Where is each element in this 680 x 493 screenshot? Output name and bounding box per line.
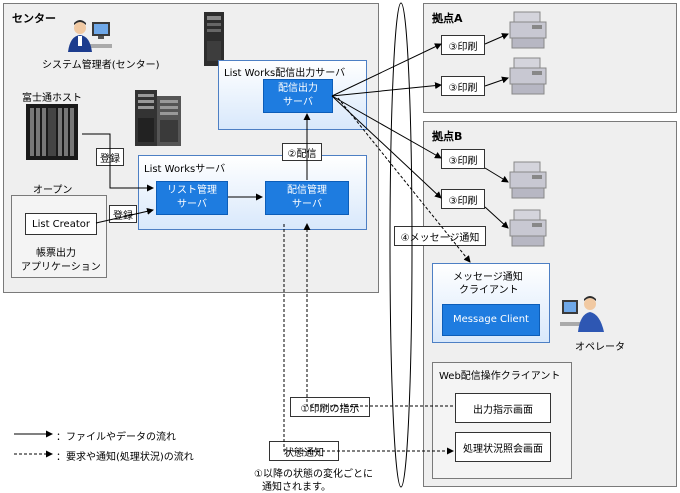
distribution-management-server-box: 配信管理 サーバ	[265, 181, 349, 215]
distribution-output-server-title: List Works配信出力サーバ	[224, 68, 346, 79]
printer-icon	[509, 209, 547, 247]
site-a-title: 拠点A	[432, 12, 463, 25]
administrator-icon	[68, 20, 112, 52]
legend-solid-label: ：ファイルやデータの流れ	[56, 432, 176, 443]
distribution-output-server-box: 配信出力 サーバ	[263, 79, 333, 113]
open-label: オープン	[33, 185, 73, 196]
printer-icon	[509, 161, 547, 199]
flow-print-instruction	[303, 223, 453, 407]
message-client-box-label: Message Client	[453, 314, 529, 325]
center-title: センター	[12, 12, 56, 25]
distribution-management-line2: サーバ	[292, 199, 322, 210]
distribution-output-server-line2: サーバ	[283, 97, 313, 108]
distribution-output-server-line1: 配信出力	[278, 83, 318, 94]
application-label-line2: アプリケーション	[21, 262, 101, 273]
message-client-box: Message Client	[442, 304, 540, 336]
mainframe-icon	[26, 104, 78, 160]
flow-status-notify	[283, 224, 454, 455]
output-instruction-screen: 出力指示画面	[455, 393, 551, 423]
operator-icon	[560, 296, 604, 332]
site-a-print-label-1: ③印刷	[441, 35, 485, 55]
web-client-panel: Web配信操作クライアント 出力指示画面 処理状況照会画面	[432, 362, 572, 479]
operator-label: オペレータ	[575, 342, 625, 353]
flow-print-a1	[331, 43, 442, 97]
site-b-title: 拠点B	[432, 130, 463, 143]
list-creator-box: List Creator	[25, 213, 97, 235]
application-label-line1: 帳票出力	[36, 248, 76, 259]
note-line2: 通知されます。	[262, 482, 331, 493]
status-inquiry-screen: 処理状況照会画面	[455, 432, 551, 462]
distribution-management-line1: 配信管理	[287, 185, 327, 196]
message-client-panel: メッセージ通知 クライアント Message Client	[432, 263, 550, 343]
server-icon	[204, 12, 224, 66]
printer-icon	[509, 57, 547, 95]
message-client-title-line1: メッセージ通知	[453, 272, 523, 283]
flow-print-b2	[331, 95, 442, 199]
application-panel: List Creator 帳票出力 アプリケーション	[11, 195, 107, 278]
flow-message-notify	[337, 97, 471, 263]
note-line1: ①以降の状態の変化ごとに	[254, 469, 373, 480]
list-management-line2: サーバ	[177, 199, 207, 210]
listworks-server-title: List Worksサーバ	[144, 164, 226, 175]
deliver-label: ②配信	[282, 143, 322, 161]
flow-print-a2	[331, 82, 442, 97]
flow-host-register	[82, 133, 154, 192]
list-management-line1: リスト管理	[167, 185, 217, 196]
site-b-print-label-1: ③印刷	[441, 149, 485, 169]
message-client-title-line2: クライアント	[459, 285, 519, 296]
flow-print-b1	[331, 95, 442, 159]
host-label: 富士通ホスト	[22, 93, 82, 104]
legend-dashed-label: ：要求や通知(処理状況)の流れ	[56, 452, 194, 463]
message-notify-label: ④メッセージ通知	[394, 226, 486, 246]
listworks-server-panel: List Worksサーバ リスト管理 サーバ 配信管理 サーバ	[138, 155, 367, 230]
flow-app-register	[95, 207, 154, 224]
site-b-print-label-2: ③印刷	[441, 189, 485, 209]
admin-label: システム管理者(センター)	[42, 60, 160, 71]
server-rack-icon	[135, 90, 181, 146]
printer-icon	[509, 11, 547, 49]
web-client-title: Web配信操作クライアント	[439, 371, 561, 382]
network-ellipse	[389, 2, 413, 488]
list-management-server-box: リスト管理 サーバ	[156, 181, 228, 215]
print-instruction-label: ①印刷の指示	[290, 397, 370, 417]
